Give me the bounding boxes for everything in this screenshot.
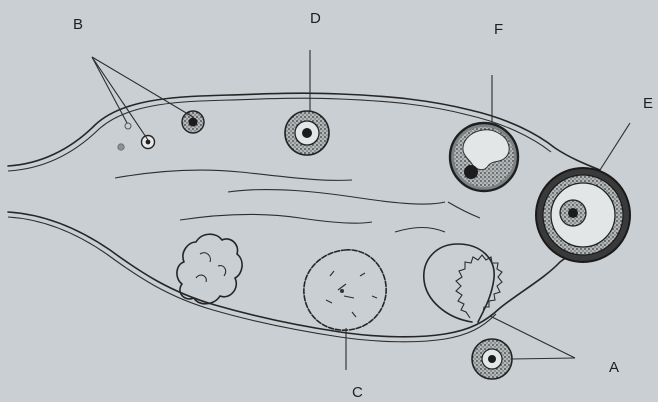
label-c: C: [352, 384, 363, 401]
label-a: A: [609, 359, 619, 376]
primordial-follicles: [118, 111, 204, 150]
ruptured-follicle: [424, 244, 502, 322]
graafian-follicle: [536, 168, 630, 262]
label-b: B: [73, 16, 83, 33]
corpus-albicans: [177, 234, 242, 304]
secondary-follicle: [285, 111, 329, 155]
antral-follicle: [450, 123, 518, 191]
stroma-lines: [115, 170, 480, 232]
label-f: F: [494, 21, 503, 38]
corpus-luteum: [304, 250, 386, 330]
label-d: D: [310, 10, 321, 27]
label-e: E: [643, 95, 653, 112]
released-oocyte: [472, 339, 512, 379]
